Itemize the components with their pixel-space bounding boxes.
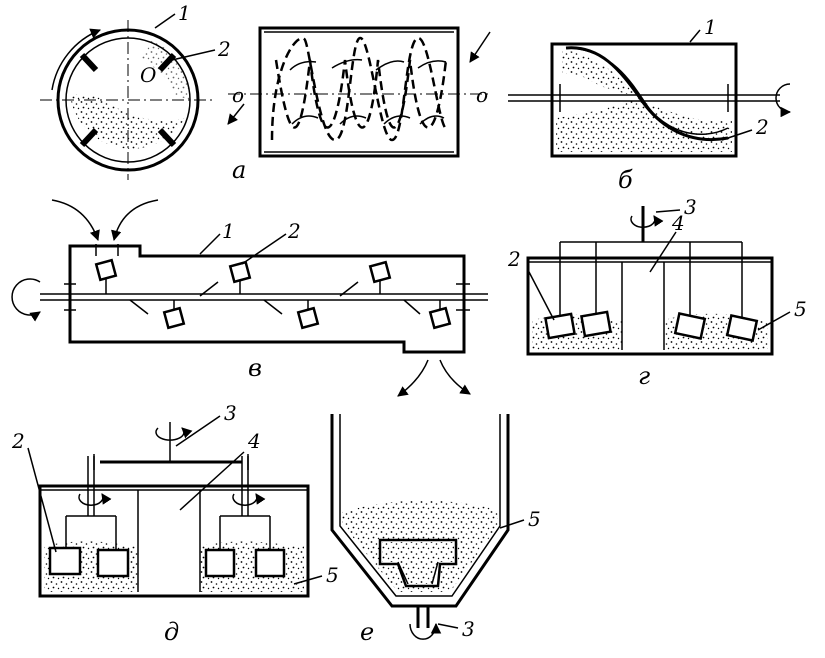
planetary-mixer [27,415,323,598]
callout-5-vessel-g: 5 [794,297,807,321]
axis-label-o-left: o [232,83,244,107]
callout-2-blade-b: 2 [755,115,769,139]
callout-3-shaft-g: 3 [684,195,697,219]
drum-side-view [227,26,491,158]
callout-4-column-g: 4 [671,211,685,235]
hopper-bottom-rotor [330,414,525,640]
callout-2-paddle-g: 2 [507,247,521,271]
callout-3-rotor-e: 3 [462,617,475,641]
callout-3-shaft-d: 3 [224,401,237,425]
callout-1-drum: 1 [178,1,191,25]
callout-2-paddle-v: 2 [287,219,301,243]
caption-e: е [360,618,374,646]
caption-g: г [638,362,650,390]
axis-label-O: O [140,63,156,87]
curved-blade-mixer [508,29,792,158]
callout-2-paddle-d: 2 [11,429,25,453]
axis-label-o-right: o [476,83,488,107]
callout-1-housing-v: 1 [222,219,235,243]
vertical-paddle-mixer [526,206,791,356]
callout-5-vessel-d: 5 [326,563,339,587]
callout-1-housing-b: 1 [704,15,717,39]
caption-a: а [232,156,246,184]
caption-d: д [164,618,179,646]
caption-b: б [618,166,633,194]
horizontal-paddle-mixer [11,199,488,397]
drum-cross-section [40,13,216,180]
callout-2-blade: 2 [217,37,231,61]
callout-5-hopper-e: 5 [528,507,541,531]
callout-4-column-d: 4 [247,429,261,453]
caption-v: в [248,354,262,382]
